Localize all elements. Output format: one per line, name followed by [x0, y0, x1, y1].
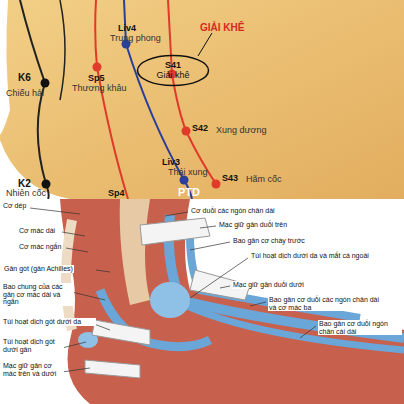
- point-label: Thương khâu: [72, 84, 126, 94]
- point-label: Nhiên cốc: [6, 189, 46, 199]
- anatomy-label: Mạc giữ gân cơ mác trên và dưới: [2, 362, 64, 377]
- anatomy-label: Bao chung của các gân cơ mác dài và ngắn: [2, 283, 74, 306]
- point-label: Xung dương: [216, 126, 266, 136]
- point-label: Liv3: [162, 158, 180, 168]
- anatomy-label: Bao gân cơ duỗi ngón chân cái dài: [318, 320, 402, 335]
- anatomy-label: Cơ duỗi các ngón chân dài: [190, 207, 276, 215]
- anatomy-label: Túi hoạt dịch gót dưới da: [2, 318, 96, 326]
- point-code: S41: [136, 60, 210, 70]
- point-label: K2: [18, 178, 31, 189]
- point-label: Thái xung: [168, 168, 208, 178]
- point-name: Giải khê: [136, 70, 210, 80]
- point-label: Trung phong: [110, 34, 161, 44]
- point-label: S43: [222, 174, 238, 184]
- anatomy-label: Túi hoạt dịch gót dưới gân: [2, 338, 64, 353]
- point-label: S42: [192, 124, 208, 134]
- anatomy-label: Cơ mác ngắn: [18, 243, 62, 251]
- anatomy-label: Cơ dép: [2, 202, 27, 210]
- point-label: GIẢI KHÊ: [200, 22, 244, 33]
- point-label: Sp5: [88, 74, 105, 84]
- anatomy-label: Túi hoạt dịch dưới da và mắt cá ngoài: [250, 252, 372, 260]
- anatomy-label: Mạc giữ gân duỗi dưới: [232, 281, 305, 289]
- point-label: PTD: [178, 186, 200, 198]
- anatomy-label: Gân gót (gân Achilles): [3, 265, 74, 273]
- point-label: Chiếu hải: [6, 89, 44, 99]
- point-label: Sp4: [108, 189, 125, 199]
- point-ellipse: S41Giải khê: [136, 54, 210, 87]
- anatomy-label: Cơ mác dài: [18, 227, 56, 235]
- anatomy-label: Mạc giữ gân duỗi trên: [218, 221, 288, 229]
- anatomy-label: Bao gân cơ duỗi các ngón chân dài và cơ …: [268, 296, 388, 311]
- point-label: K6: [18, 72, 31, 83]
- point-label: Liv4: [118, 24, 136, 34]
- point-label: Hãm cốc: [246, 175, 282, 185]
- anatomy-label: Bao gân cơ chày trước: [232, 237, 306, 245]
